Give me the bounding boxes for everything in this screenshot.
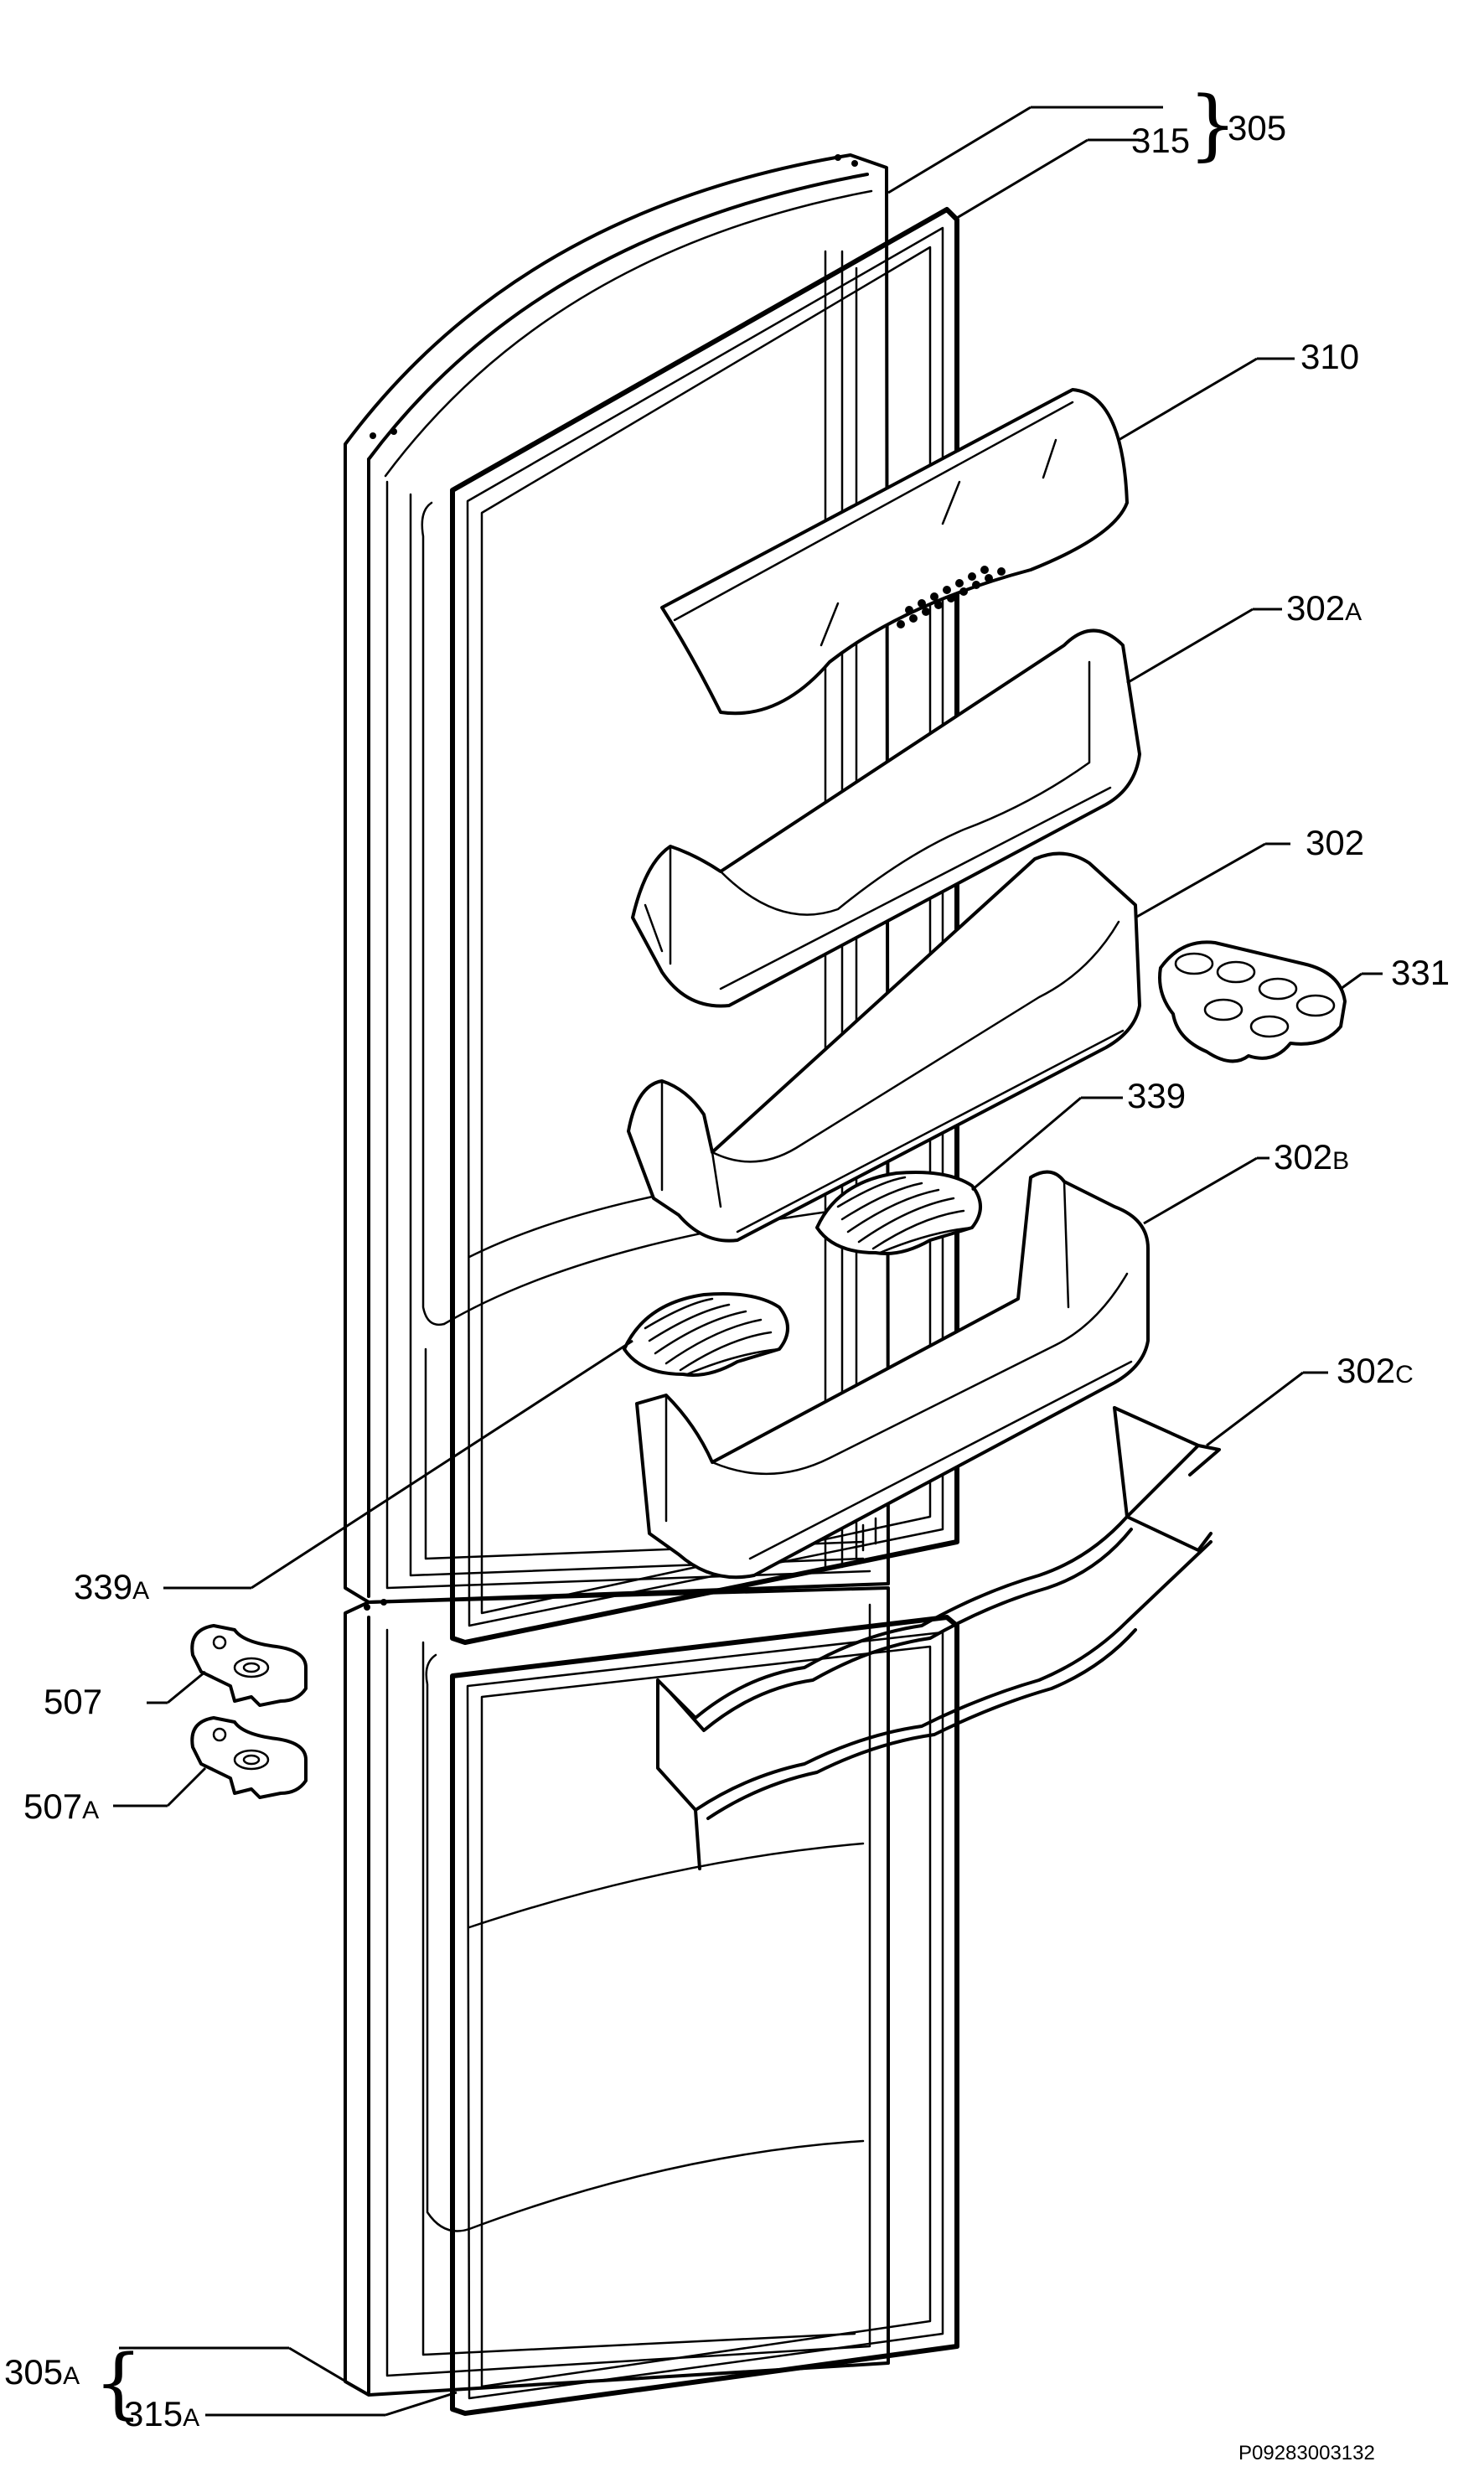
upper-door-gasket — [450, 207, 959, 1645]
lower-door-panel — [344, 1586, 890, 2397]
door-shelf-302 — [627, 851, 1141, 1243]
label-507a: 507A — [23, 1787, 99, 1826]
label-305: 305 — [1228, 108, 1286, 147]
label-315: 315 — [1131, 121, 1190, 160]
dairy-cover-lid — [660, 388, 1129, 716]
label-310: 310 — [1300, 337, 1359, 376]
door-shelf-302b — [635, 1170, 1150, 1580]
label-339a: 339A — [74, 1567, 149, 1606]
label-302a: 302A — [1286, 588, 1362, 628]
egg-tray — [1158, 940, 1347, 1063]
label-302: 302 — [1306, 823, 1364, 862]
hinge-507a — [190, 1716, 308, 1799]
label-315a: 315A — [124, 2394, 199, 2433]
label-339: 339 — [1127, 1076, 1186, 1115]
label-305a: 305A — [4, 2352, 80, 2392]
brace-305: } — [1188, 80, 1238, 169]
reference-code: P09283003132 — [1238, 2442, 1375, 2464]
label-331: 331 — [1391, 953, 1450, 992]
lid-vent-holes — [897, 566, 1006, 628]
lower-door-gasket — [450, 1615, 959, 2416]
label-302c: 302C — [1337, 1351, 1414, 1390]
butter-dish-339 — [815, 1171, 982, 1255]
brace-305a: { — [94, 2338, 143, 2428]
label-302b: 302B — [1274, 1137, 1349, 1177]
leader-lines — [113, 106, 1383, 2417]
butter-dish-339a — [623, 1292, 789, 1377]
label-507: 507 — [44, 1682, 102, 1721]
bottle-retainer-wire — [656, 1406, 1221, 1870]
hinge-507 — [190, 1624, 308, 1707]
door-shelf-302a — [631, 628, 1141, 1008]
